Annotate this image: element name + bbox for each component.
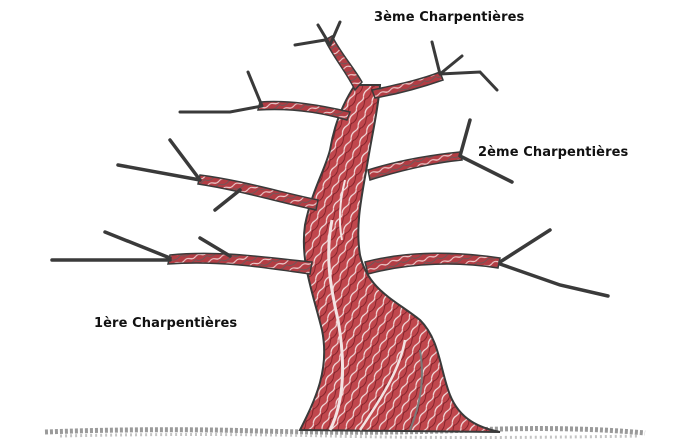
- branches-third: [180, 22, 497, 120]
- label-second-branches: 2ème Charpentières: [478, 145, 628, 160]
- label-third-branches: 3ème Charpentières: [374, 10, 524, 25]
- label-first-branches: 1ère Charpentières: [94, 316, 237, 331]
